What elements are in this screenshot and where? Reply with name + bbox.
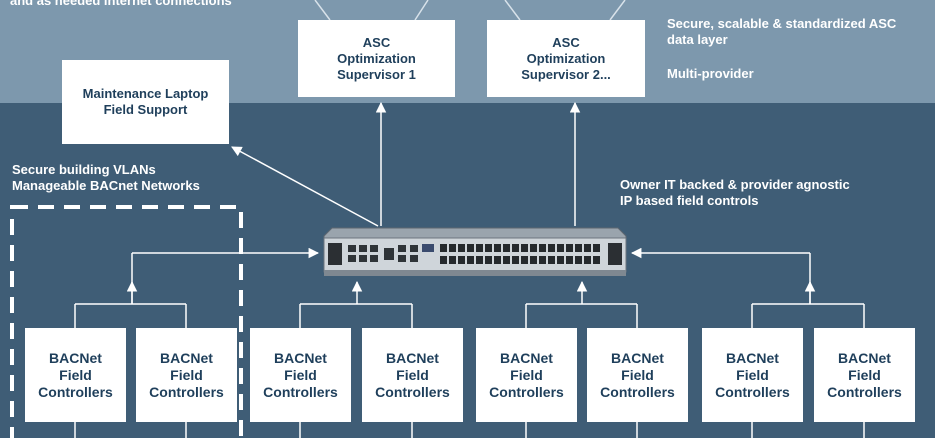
- multi-provider-caption: Multi-provider: [667, 66, 754, 81]
- vlan-caption-line2: Manageable BACnet Networks: [12, 178, 200, 193]
- controller-7-line1: BACNet: [726, 349, 779, 366]
- controller-3-line3: Controllers: [263, 383, 338, 400]
- controller-6-line1: BACNet: [611, 349, 664, 366]
- supervisor-1-line1: ASC: [362, 34, 391, 50]
- controller-1-line2: Field: [59, 366, 92, 383]
- controller-8-line1: BACNet: [838, 349, 891, 366]
- supervisor-2-line3: Supervisor 2...: [521, 66, 611, 82]
- supervisor-1-line3: Supervisor 1: [337, 66, 416, 82]
- controller-4-line2: Field: [396, 366, 429, 383]
- controller-4-line3: Controllers: [375, 383, 450, 400]
- controller-box-3: BACNet Field Controllers: [250, 328, 351, 422]
- controller-1-line3: Controllers: [38, 383, 113, 400]
- owner-caption-line1: Owner IT backed & provider agnostic: [620, 177, 850, 192]
- controller-3-line1: BACNet: [274, 349, 327, 366]
- network-switch-icon: [323, 227, 627, 276]
- controller-2-line3: Controllers: [149, 383, 224, 400]
- supervisor-2-box: ASC Optimization Supervisor 2...: [487, 20, 645, 97]
- vlan-caption-line1: Secure building VLANs: [12, 162, 156, 177]
- controller-6-line3: Controllers: [600, 383, 675, 400]
- controller-1-line1: BACNet: [49, 349, 102, 366]
- maintenance-laptop-box: Maintenance Laptop Field Support: [62, 60, 229, 144]
- controller-3-line2: Field: [284, 366, 317, 383]
- controller-box-7: BACNet Field Controllers: [702, 328, 803, 422]
- controller-7-line2: Field: [736, 366, 769, 383]
- controller-box-6: BACNet Field Controllers: [587, 328, 688, 422]
- controller-8-line2: Field: [848, 366, 881, 383]
- controller-6-line2: Field: [621, 366, 654, 383]
- laptop-line1: Maintenance Laptop: [82, 86, 209, 101]
- controller-box-1: BACNet Field Controllers: [25, 328, 126, 422]
- controller-5-line2: Field: [510, 366, 543, 383]
- supervisor-2-line2: Optimization: [526, 50, 606, 66]
- controller-2-line1: BACNet: [160, 349, 213, 366]
- data-layer-caption-line1: Secure, scalable & standardized ASC: [667, 16, 897, 31]
- controller-2-line2: Field: [170, 366, 203, 383]
- supervisor-2-line1: ASC: [552, 34, 580, 50]
- internet-caption: and as needed internet connections: [10, 0, 232, 8]
- controller-box-2: BACNet Field Controllers: [136, 328, 237, 422]
- controller-7-line3: Controllers: [715, 383, 790, 400]
- owner-caption-line2: IP based field controls: [620, 193, 759, 208]
- controller-box-4: BACNet Field Controllers: [362, 328, 463, 422]
- data-layer-caption-line2: data layer: [667, 32, 728, 47]
- controller-box-8: BACNet Field Controllers: [814, 328, 915, 422]
- controller-5-line3: Controllers: [489, 383, 564, 400]
- controller-8-line3: Controllers: [827, 383, 902, 400]
- controller-4-line1: BACNet: [386, 349, 439, 366]
- controller-box-5: BACNet Field Controllers: [476, 328, 577, 422]
- vlan-boundary: [10, 205, 243, 438]
- laptop-line2: Field Support: [103, 102, 188, 117]
- controller-5-line1: BACNet: [500, 349, 553, 366]
- supervisor-1-line2: Optimization: [337, 50, 416, 66]
- supervisor-1-box: ASC Optimization Supervisor 1: [298, 20, 455, 97]
